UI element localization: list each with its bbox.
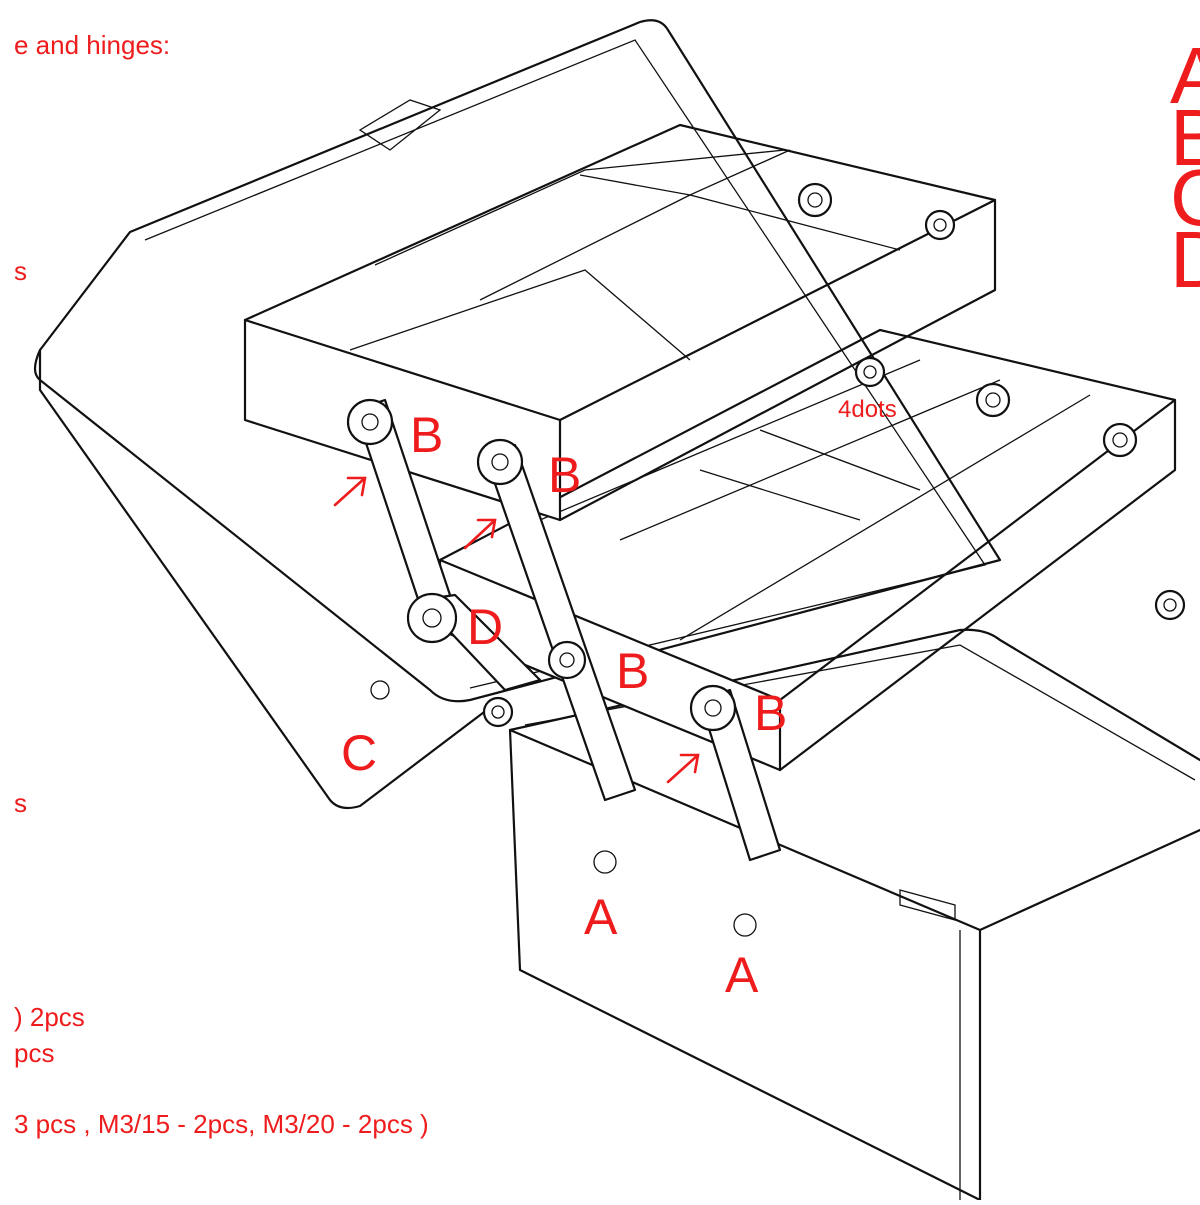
top-tray-divider-3: [349, 269, 691, 361]
right-letter-a: A: [1170, 36, 1200, 116]
pivot-ring-3: [406, 592, 458, 644]
note-screws: 3 pcs , M3/15 - 2pcs, M3/20 - 2pcs ): [14, 1109, 429, 1139]
pivot-ring-1: [346, 398, 394, 446]
label-c: C: [341, 725, 378, 781]
middle-tray-top: [438, 328, 1177, 702]
lid-latch: [358, 99, 442, 151]
hex-nut-5: [1154, 589, 1186, 621]
red-arrow-1: [333, 476, 367, 507]
pivot-ring-6: [482, 696, 514, 728]
middle-tray-divider-4: [699, 469, 861, 521]
base-latch: [899, 889, 956, 921]
hex-nut-3: [975, 382, 1011, 418]
label-b-middle-right: B: [754, 685, 788, 741]
middle-tray-divider-3: [679, 394, 1091, 641]
label-b-middle-left: B: [616, 643, 650, 699]
top-tray-divider-1: [374, 149, 786, 266]
middle-tray-divider-1: [539, 359, 921, 521]
note-pcs1: ) 2pcs: [14, 1002, 85, 1032]
label-4dots: 4dots: [838, 396, 897, 423]
right-letter-d: D: [1170, 220, 1200, 300]
top-tray-right: [558, 198, 997, 522]
middle-tray-divider-5: [759, 429, 921, 491]
pivot-ring-5: [689, 684, 737, 732]
label-a-right: A: [725, 947, 759, 1003]
right-letter-b: B: [1170, 98, 1200, 178]
hex-nut-2: [924, 209, 956, 241]
red-arrow-2: [463, 518, 497, 550]
top-tray-divider-4: [579, 149, 791, 196]
label-b-top-right: B: [548, 447, 582, 503]
note-top: e and hinges:: [14, 30, 171, 60]
red-arrow-3: [666, 753, 700, 784]
hex-nut-4: [1102, 422, 1138, 458]
label-b-top-left: B: [410, 407, 444, 463]
pivot-ring-2: [476, 438, 524, 486]
hex-nut-1: [797, 182, 833, 218]
label-d: D: [467, 599, 504, 655]
right-letter-c: C: [1170, 158, 1200, 238]
base-box-right: [978, 828, 1200, 932]
note-pcs2: pcs: [14, 1038, 55, 1068]
middle-tray-right: [778, 398, 1177, 772]
base-box-top: [508, 628, 1200, 762]
note-s2: s: [14, 788, 27, 818]
top-tray-top: [243, 123, 997, 422]
hex-nut-6: [854, 356, 886, 388]
lid-hole-c: [370, 680, 390, 700]
lid-inner-rim: [144, 39, 987, 689]
pivot-ring-4: [547, 640, 587, 680]
base-hole-a2: [733, 913, 757, 937]
middle-tray-divider-2: [619, 379, 1001, 541]
label-a-left: A: [584, 889, 618, 945]
note-s1: s: [14, 256, 27, 286]
lid-front-face: [38, 348, 502, 810]
lid-outline: [33, 19, 1002, 703]
base-hole-a1: [593, 850, 617, 874]
